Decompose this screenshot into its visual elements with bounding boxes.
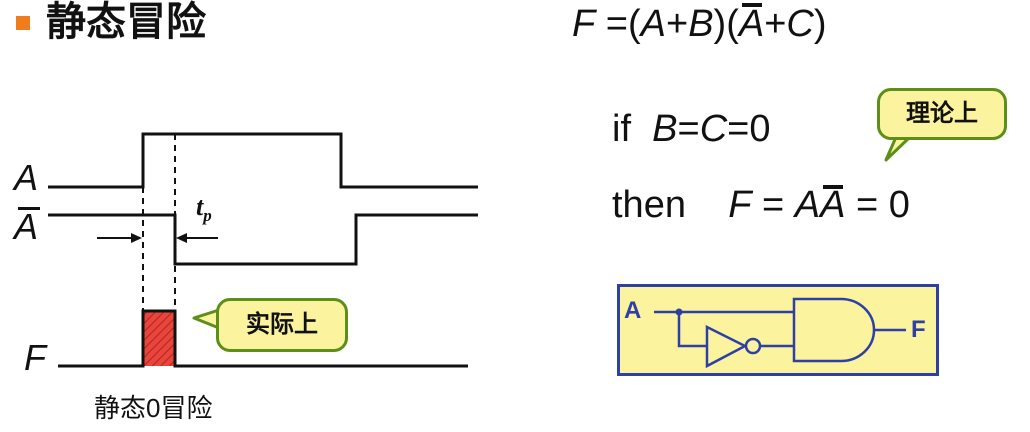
waveform-a-bar bbox=[48, 213, 478, 266]
tp-arrowhead-left bbox=[131, 233, 142, 243]
formula-a: A bbox=[640, 3, 666, 45]
result-a: A bbox=[794, 184, 821, 226]
formula-a-bar: A bbox=[739, 0, 764, 48]
actual-tail-seam bbox=[219, 312, 224, 326]
formula-f: F bbox=[572, 3, 596, 45]
title-bullet bbox=[16, 16, 30, 30]
inverter-gate bbox=[705, 324, 748, 369]
condition-eq1: = bbox=[677, 108, 700, 150]
result-line: then F = AA = 0 bbox=[612, 182, 910, 228]
tp-sub: p bbox=[203, 206, 212, 226]
static-hazard-caption: 静态0冒险 bbox=[94, 393, 213, 423]
tp-label: tp bbox=[196, 192, 212, 231]
tp-base: t bbox=[196, 192, 204, 221]
condition-line: if B=C=0 bbox=[612, 106, 770, 152]
page-title: 静态冒险 bbox=[46, 0, 206, 44]
if-word: if bbox=[612, 108, 631, 150]
signal-label-a-bar-overline bbox=[18, 207, 40, 210]
main-formula: F =(A+B)(A+C) bbox=[572, 0, 827, 48]
inverter-bubble bbox=[744, 337, 762, 355]
condition-c: C bbox=[699, 108, 728, 150]
then-word: then bbox=[612, 184, 686, 226]
waveform-a bbox=[48, 132, 478, 189]
signal-label-f: F bbox=[24, 337, 46, 378]
glitch-region bbox=[143, 311, 175, 366]
formula-eq: =( bbox=[595, 3, 641, 45]
branch-wire bbox=[677, 312, 707, 348]
formula-c: C bbox=[786, 3, 814, 45]
formula-b: B bbox=[688, 3, 714, 45]
formula-plus1: + bbox=[665, 3, 689, 45]
theory-tail-seam bbox=[897, 131, 909, 137]
result-f: F bbox=[728, 184, 752, 226]
condition-eq2: =0 bbox=[727, 108, 771, 150]
gate-input-label: A bbox=[624, 297, 642, 324]
signal-label-a: A bbox=[14, 157, 39, 198]
result-a-bar: A bbox=[820, 184, 846, 226]
callout-theory: 理论上 bbox=[877, 88, 1007, 140]
formula-close: ) bbox=[813, 3, 827, 45]
and-gate bbox=[792, 297, 876, 363]
gate-output-label: F bbox=[911, 316, 926, 343]
signal-label-a-bar: A bbox=[14, 206, 39, 247]
callout-actual: 实际上 bbox=[216, 298, 348, 352]
result-tail: = 0 bbox=[845, 184, 910, 226]
formula-mid: )( bbox=[713, 3, 739, 45]
tp-arrowhead-right bbox=[176, 233, 187, 243]
waveform-f bbox=[58, 309, 468, 368]
result-eq: = bbox=[751, 184, 795, 226]
formula-plus2: + bbox=[764, 3, 787, 45]
condition-b: B bbox=[652, 108, 678, 150]
